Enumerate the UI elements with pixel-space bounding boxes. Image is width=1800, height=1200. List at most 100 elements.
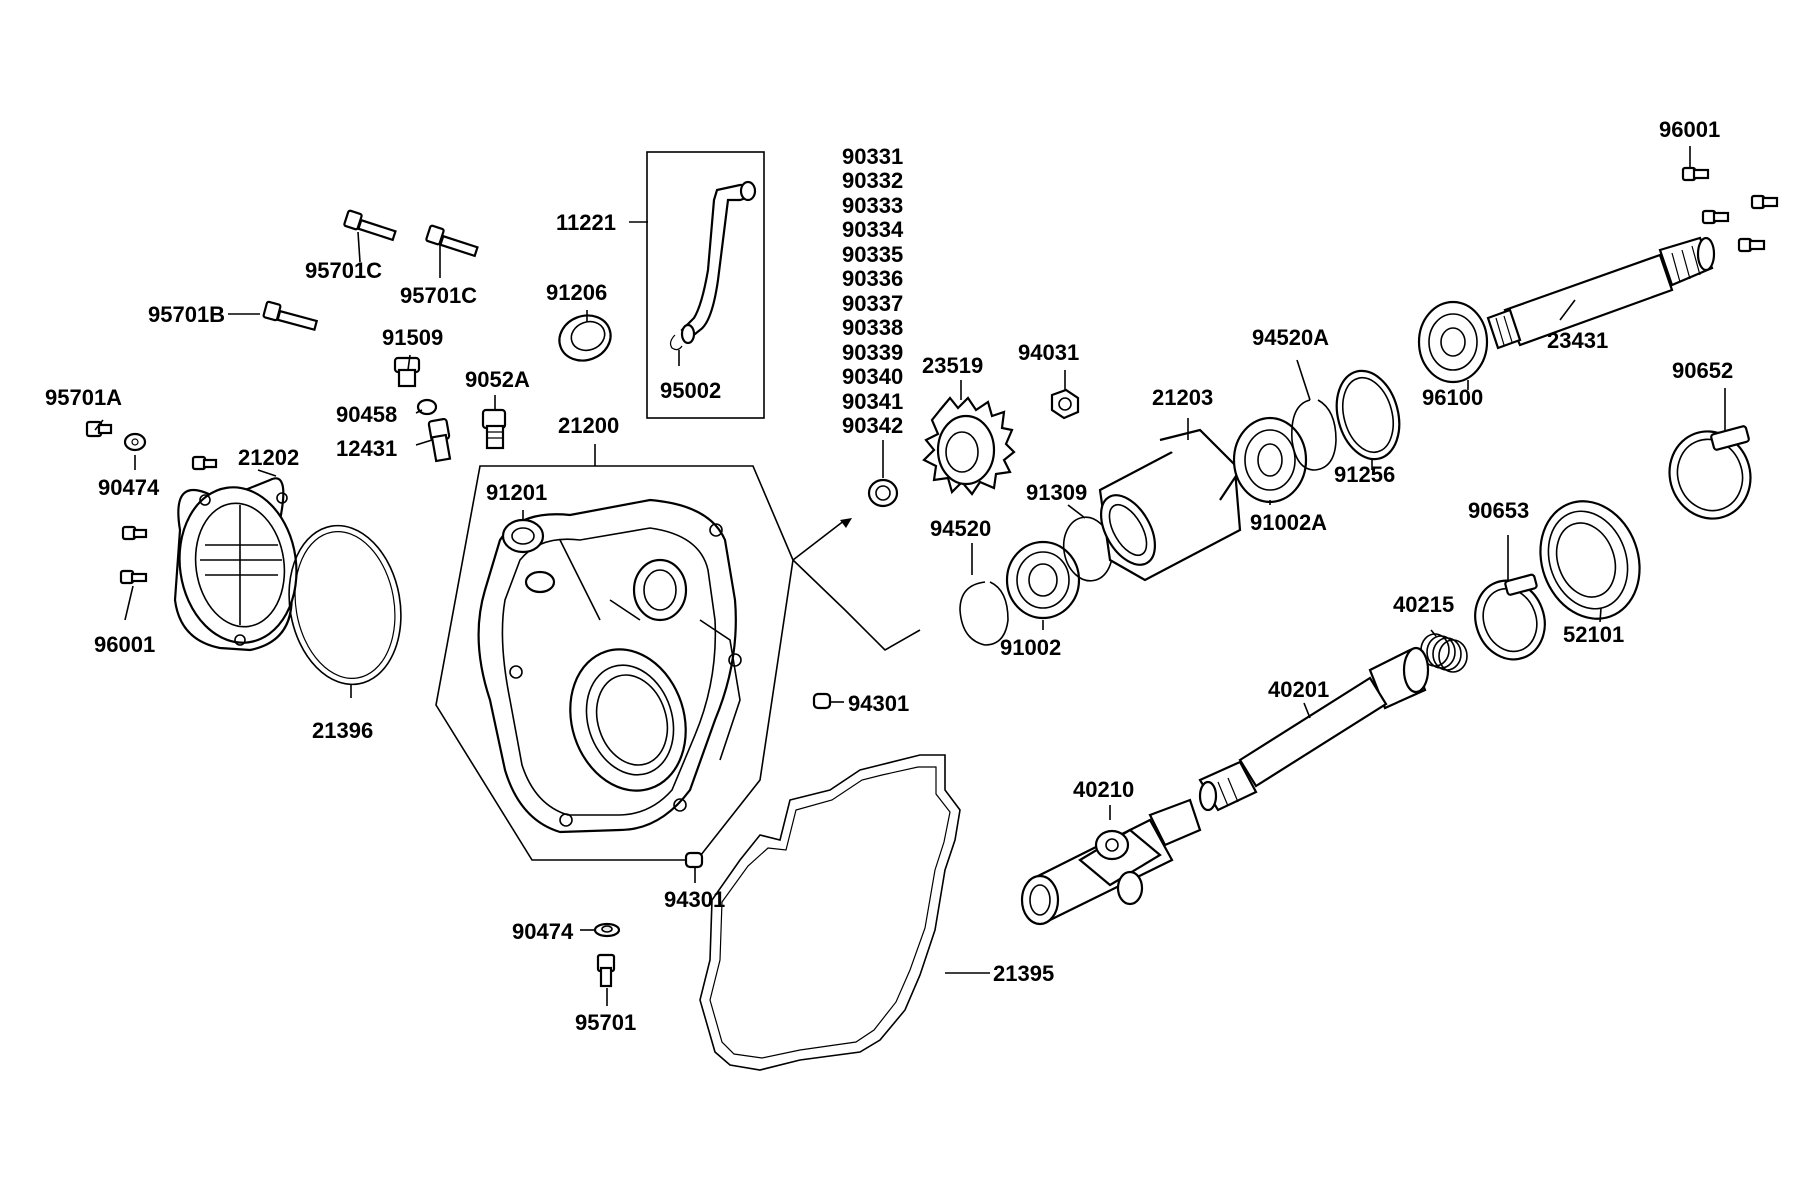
label-94031: 94031 <box>1018 340 1079 365</box>
label-94301-a: 94301 <box>848 691 909 716</box>
seal-91201 <box>501 518 545 554</box>
label-94520: 94520 <box>930 516 991 541</box>
leader-lines <box>94 146 1726 1006</box>
dowel-94301b <box>684 851 704 869</box>
screw-95701A <box>85 420 113 438</box>
shaft-40201 <box>1198 646 1430 812</box>
dowel-94301a <box>812 692 832 710</box>
label-90474-b: 90474 <box>512 919 574 944</box>
hose-11221 <box>680 183 754 340</box>
washer-90474 <box>123 432 147 452</box>
seal-91206 <box>558 314 612 362</box>
label-40210: 40210 <box>1073 777 1134 802</box>
label-91002: 91002 <box>1000 635 1061 660</box>
label-90333: 90333 <box>842 193 903 218</box>
label-95002: 95002 <box>660 378 721 403</box>
label-90342: 90342 <box>842 413 903 438</box>
label-21200: 21200 <box>558 413 619 438</box>
shaft-23431 <box>1486 236 1716 350</box>
label-94520A: 94520A <box>1252 325 1329 350</box>
nut-94031 <box>1050 388 1080 420</box>
spring-40215 <box>1420 633 1468 673</box>
label-90338: 90338 <box>842 315 903 340</box>
label-90336: 90336 <box>842 266 903 291</box>
label-91206: 91206 <box>546 280 607 305</box>
label-21395: 21395 <box>993 961 1054 986</box>
bolt-95701B <box>262 300 319 332</box>
label-95701C-1: 95701C <box>305 258 382 283</box>
label-91309: 91309 <box>1026 480 1087 505</box>
oring-90458 <box>416 398 438 416</box>
screw-96001-1 <box>1681 166 1710 182</box>
label-91509: 91509 <box>382 325 443 350</box>
screw-96001-4 <box>1737 237 1766 253</box>
label-9052A: 9052A <box>465 367 530 392</box>
plug-12431 <box>427 417 452 463</box>
label-90335: 90335 <box>842 242 903 267</box>
gear-23519 <box>922 396 1016 496</box>
screw-a <box>191 455 218 471</box>
label-23431: 23431 <box>1547 328 1608 353</box>
label-91002A: 91002A <box>1250 510 1327 535</box>
bolt-95701C-2 <box>425 224 479 258</box>
part-labels: 95701A 90474 96001 21202 21396 95701B 95… <box>45 117 1733 1035</box>
screw-96001a <box>119 569 148 585</box>
label-21203: 21203 <box>1152 385 1213 410</box>
case-21200 <box>477 498 742 834</box>
label-90341: 90341 <box>842 389 903 414</box>
label-96001-a: 96001 <box>94 632 155 657</box>
screw-b <box>121 525 148 541</box>
circlip-94520 <box>959 581 1009 646</box>
bearing-91002 <box>1005 540 1081 620</box>
ujoint-40210 <box>1020 798 1202 926</box>
screw-96001-2 <box>1750 194 1779 210</box>
label-52101: 52101 <box>1563 622 1624 647</box>
clip-95002 <box>669 334 683 351</box>
boot-52101 <box>1539 500 1641 620</box>
label-90653: 90653 <box>1468 498 1529 523</box>
label-90340: 90340 <box>842 364 903 389</box>
label-91201: 91201 <box>486 480 547 505</box>
label-90332: 90332 <box>842 168 903 193</box>
label-90334: 90334 <box>842 217 904 242</box>
label-40201: 40201 <box>1268 677 1329 702</box>
clamp-90653 <box>1474 573 1546 661</box>
label-90458: 90458 <box>336 402 397 427</box>
label-21202: 21202 <box>238 445 299 470</box>
label-90339: 90339 <box>842 340 903 365</box>
label-94301-b: 94301 <box>664 887 725 912</box>
bearing-91002A <box>1232 416 1308 504</box>
circlip-94520A <box>1291 399 1337 471</box>
bolt-95701 <box>596 953 616 988</box>
spacer-90331 <box>867 478 899 508</box>
label-96001-b: 96001 <box>1659 117 1720 142</box>
label-11221: 11221 <box>556 210 616 235</box>
label-91256: 91256 <box>1334 462 1395 487</box>
label-12431: 12431 <box>336 436 397 461</box>
screw-96001-3 <box>1701 209 1730 225</box>
label-90331: 90331 <box>842 144 903 169</box>
bolt-95701C-1 <box>343 209 397 242</box>
hose-box <box>646 151 765 419</box>
label-21396: 21396 <box>312 718 373 743</box>
label-40215: 40215 <box>1393 592 1454 617</box>
bearing-96100 <box>1417 300 1489 384</box>
plug-91509 <box>393 356 421 388</box>
clamp-90652 <box>1668 425 1752 520</box>
gasket-21395 <box>699 754 961 1071</box>
housing-21203 <box>1098 428 1242 582</box>
label-95701A: 95701A <box>45 385 122 410</box>
label-90652: 90652 <box>1672 358 1733 383</box>
label-96100: 96100 <box>1422 385 1483 410</box>
label-23519: 23519 <box>922 353 983 378</box>
label-90474-a: 90474 <box>98 475 160 500</box>
case-box <box>435 465 794 861</box>
label-95701B: 95701B <box>148 302 225 327</box>
part-21202-cover <box>173 477 298 652</box>
part-21396-gasket <box>288 524 402 686</box>
label-95701: 95701 <box>575 1010 636 1035</box>
label-95701C-2: 95701C <box>400 283 477 308</box>
label-90337: 90337 <box>842 291 903 316</box>
